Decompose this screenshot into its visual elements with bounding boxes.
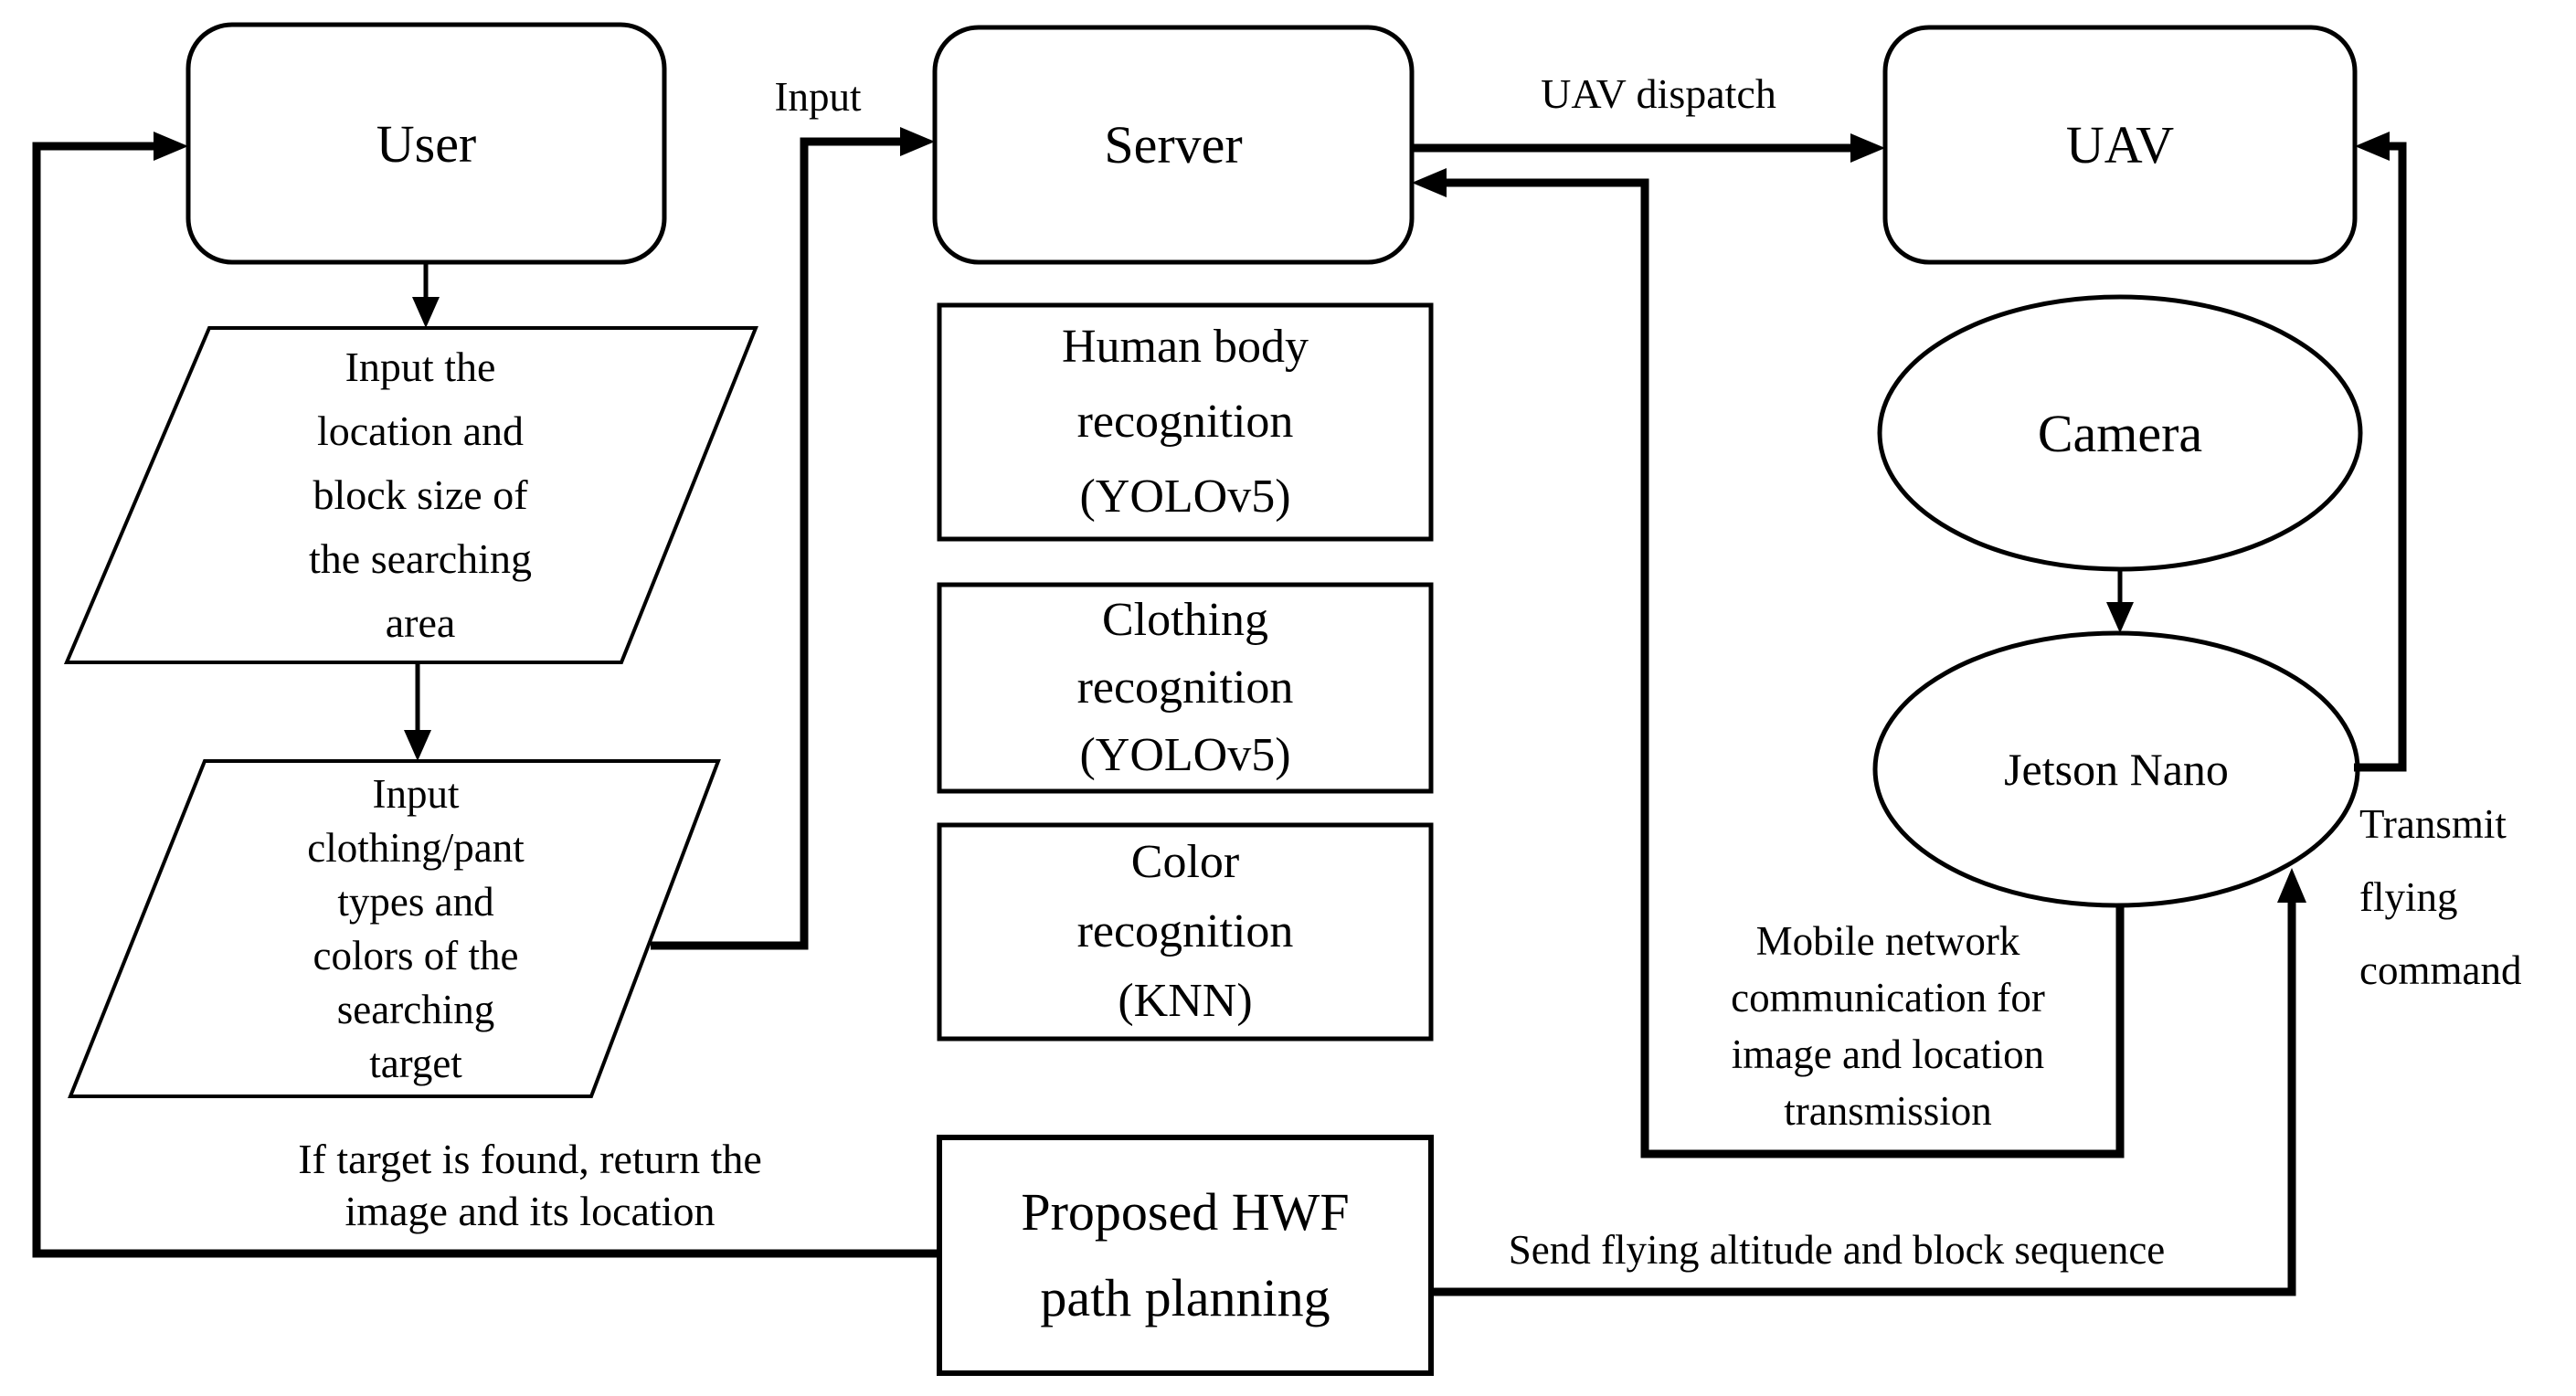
clothing-recognition-box bbox=[937, 582, 1434, 794]
input-target-text: Input clothing/pant types and colors of … bbox=[133, 761, 699, 1096]
edge-user-to-input-area bbox=[412, 262, 440, 328]
input-area-parallelogram bbox=[63, 326, 758, 664]
text-line: path planning bbox=[1040, 1268, 1330, 1327]
edge-input-area-to-input-target bbox=[404, 662, 431, 761]
color-recognition-box bbox=[937, 822, 1434, 1042]
edge-input-to-server-line bbox=[651, 137, 905, 950]
edge-return-to-user bbox=[32, 132, 939, 1258]
transmit-command-label: Transmit flying command bbox=[2359, 788, 2576, 1007]
text-line: Mobile network bbox=[1755, 918, 2020, 964]
edge-server-to-uav bbox=[1412, 133, 1885, 163]
text-line: block size of bbox=[313, 471, 528, 518]
text-line: (KNN) bbox=[1118, 975, 1253, 1027]
text-line: target bbox=[369, 1040, 462, 1086]
text-line: searching bbox=[336, 986, 495, 1032]
human-body-recognition-box bbox=[937, 302, 1434, 542]
text-line: flying bbox=[2359, 874, 2458, 920]
text-line: the searching bbox=[309, 535, 532, 582]
edge-camera-to-jetson bbox=[2106, 569, 2134, 633]
text-line: types and bbox=[337, 878, 494, 925]
text-line: recognition bbox=[1076, 905, 1294, 957]
input-target-parallelogram bbox=[68, 759, 721, 1098]
edge-jetson-to-server bbox=[1412, 168, 2125, 1158]
edge-hwf-to-jetson bbox=[1431, 868, 2306, 1296]
text-line: area bbox=[385, 599, 456, 646]
clothing-recognition-text: Clothing recognition (YOLOv5) bbox=[939, 585, 1431, 791]
edge-jetson-to-uav bbox=[2354, 132, 2407, 772]
hwf-path-planning-text: Proposed HWF path planning bbox=[939, 1137, 1431, 1373]
text-line: (YOLOv5) bbox=[1079, 471, 1291, 523]
text-line: communication for bbox=[1731, 975, 2045, 1021]
uav-label: UAV bbox=[2065, 115, 2175, 174]
edge-input-area-to-input-target-arrowhead bbox=[404, 730, 431, 761]
edge-jetson-to-server-line bbox=[1442, 178, 2125, 1158]
edge-server-to-uav-arrowhead bbox=[1850, 133, 1885, 163]
camera-label: Camera bbox=[2037, 403, 2203, 463]
edge-input-to-server bbox=[651, 127, 935, 950]
edge-hwf-to-jetson-arrowhead bbox=[2277, 868, 2306, 903]
text-line: image and location bbox=[1731, 1031, 2045, 1077]
color-recognition-text: Color recognition (KNN) bbox=[939, 825, 1431, 1039]
text-line: Input bbox=[372, 770, 460, 817]
mobile-network-label: Mobile network communication for image a… bbox=[1654, 912, 2122, 1140]
edge-input-to-server-arrowhead bbox=[900, 127, 935, 156]
text-line: recognition bbox=[1076, 661, 1294, 714]
edge-camera-to-jetson-arrowhead bbox=[2106, 602, 2134, 633]
text-line: command bbox=[2359, 947, 2522, 993]
jetson-nano-label: Jetson Nano bbox=[2004, 744, 2229, 795]
edge-jetson-to-uav-arrowhead bbox=[2355, 132, 2390, 161]
text-line: Clothing bbox=[1101, 594, 1269, 646]
target-found-label: If target is found, return the image and… bbox=[210, 1131, 850, 1239]
uav-node-shape bbox=[1882, 25, 2358, 265]
edge-return-to-user-arrowhead bbox=[154, 132, 188, 161]
edge-user-to-input-area-arrowhead bbox=[412, 297, 440, 328]
human-body-recognition-text: Human body recognition (YOLOv5) bbox=[939, 305, 1431, 539]
input-edge-label: Input bbox=[774, 74, 862, 120]
text-line: Transmit bbox=[2359, 801, 2507, 847]
text-line: Color bbox=[1130, 836, 1240, 888]
text-line: (YOLOv5) bbox=[1079, 729, 1291, 781]
text-line: Proposed HWF bbox=[1021, 1182, 1350, 1242]
uav-dispatch-label: UAV dispatch bbox=[1541, 69, 1776, 117]
server-label: Server bbox=[1104, 115, 1243, 174]
edge-jetson-to-uav-line bbox=[2354, 142, 2407, 772]
edge-jetson-to-server-arrowhead bbox=[1412, 168, 1447, 197]
send-altitude-label: Send flying altitude and block sequence bbox=[1508, 1227, 2166, 1273]
edge-return-to-user-line bbox=[32, 142, 939, 1258]
text-line: Input the bbox=[345, 344, 496, 390]
text-line: image and its location bbox=[345, 1188, 716, 1234]
text-line: clothing/pant bbox=[307, 824, 525, 871]
text-line: If target is found, return the bbox=[298, 1136, 762, 1182]
input-area-text: Input the location and block size of the… bbox=[137, 328, 704, 662]
text-line: Human body bbox=[1061, 321, 1309, 373]
text-line: transmission bbox=[1784, 1088, 1992, 1134]
text-line: recognition bbox=[1076, 396, 1294, 448]
edge-hwf-to-jetson-line bbox=[1431, 900, 2296, 1296]
text-line: colors of the bbox=[313, 932, 519, 978]
text-line: location and bbox=[316, 407, 525, 454]
user-label: User bbox=[376, 113, 477, 174]
